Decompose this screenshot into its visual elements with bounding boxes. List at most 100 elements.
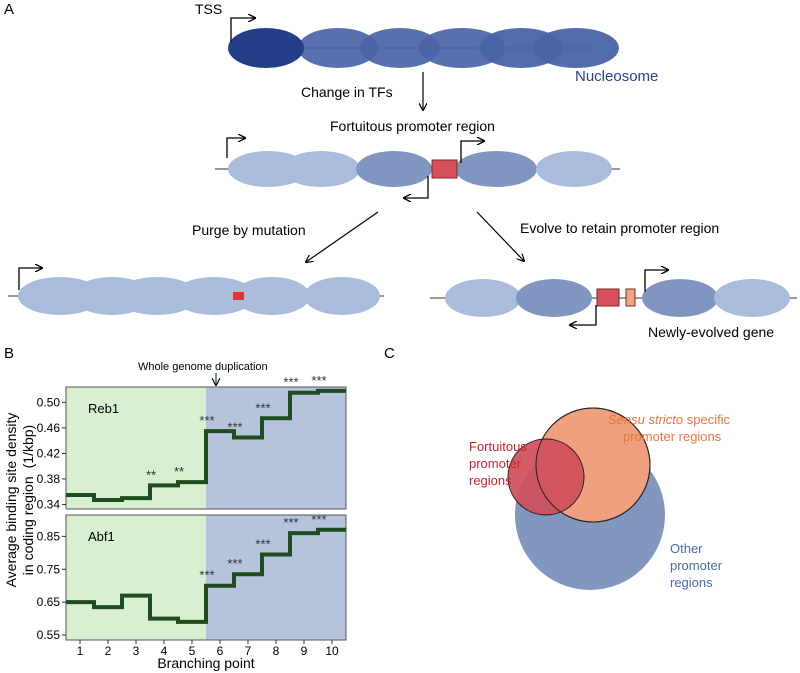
promoter-arrow <box>18 268 42 290</box>
significance-label: *** <box>255 400 270 415</box>
evolve-label: Evolve to retain promoter region <box>520 220 719 236</box>
promoter-arrow <box>460 141 484 163</box>
y-tick-label: 0.50 <box>37 395 61 409</box>
y-tick-label: 0.38 <box>37 472 61 486</box>
tss-label: TSS <box>195 1 222 17</box>
nucleosome <box>234 277 310 315</box>
pre-wgd-background <box>66 515 206 640</box>
nucleosome <box>455 151 537 187</box>
reverse-arrow <box>570 305 597 325</box>
chart-title: Abf1 <box>88 529 115 544</box>
nucleosome <box>282 151 360 187</box>
x-tick-label: 1 <box>77 644 84 658</box>
binding-site <box>596 288 620 307</box>
panel-c-letter: C <box>384 345 395 362</box>
newly-evolved-label: Newly-evolved gene <box>648 324 774 340</box>
new-binding-site <box>625 288 636 307</box>
pre-wgd-background <box>66 387 206 509</box>
significance-label: *** <box>283 375 298 390</box>
x-tick-label: 10 <box>325 644 339 658</box>
nucleosome <box>298 28 378 68</box>
x-tick-label: 2 <box>105 644 112 658</box>
x-tick-label: 3 <box>133 644 140 658</box>
fortuitous-legend-line1: Fortuitous <box>469 439 527 454</box>
panel-b-letter: B <box>4 345 14 362</box>
sensu-stricto-outline <box>535 407 651 523</box>
y-tick-label: 0.34 <box>37 498 61 512</box>
gene-row-retained <box>430 270 797 325</box>
other-legend-line2: promoter <box>670 558 723 573</box>
gene-row-fortuitous <box>215 138 620 198</box>
x-tick-label: 4 <box>161 644 168 658</box>
x-tick-label: 5 <box>189 644 196 658</box>
gene-row-original <box>228 18 619 68</box>
nucleosome <box>360 28 440 68</box>
nucleosome <box>356 151 432 187</box>
x-tick-label: 6 <box>217 644 224 658</box>
promoter-arrow <box>226 138 245 158</box>
branch-arrow-right <box>476 211 524 261</box>
significance-label: *** <box>227 556 242 571</box>
chart-abf1: 0.550.650.750.85***************Abf1 <box>37 512 347 642</box>
y-axis-label-text: in coding region <box>20 476 36 575</box>
significance-label: *** <box>199 568 214 583</box>
y-tick-label: 0.46 <box>37 421 61 435</box>
x-tick-label: 9 <box>301 644 308 658</box>
nucleosome-dark <box>228 28 304 68</box>
x-tick-label: 8 <box>273 644 280 658</box>
x-axis-label: Branching point <box>157 655 254 671</box>
significance-label: *** <box>311 512 326 527</box>
sensu-stricto-line2: promoter regions <box>623 429 722 444</box>
change-in-tfs-label: Change in TFs <box>301 84 393 100</box>
fortuitous-legend: Fortuitous promoter regions <box>469 439 530 488</box>
purge-label: Purge by mutation <box>192 222 306 238</box>
venn-diagram <box>507 407 665 590</box>
significance-label: *** <box>227 419 242 434</box>
nucleosome <box>445 279 521 317</box>
nucleosome-label: Nucleosome <box>575 68 658 85</box>
gene-row-purged <box>8 268 384 315</box>
other-legend-line3: regions <box>670 575 713 590</box>
y-axis-label-line2: in coding region (1/kbp) <box>20 425 36 575</box>
nucleosome <box>536 151 612 187</box>
other-legend-line1: Other <box>670 541 703 556</box>
y-axis-label-unit: (1/kbp) <box>20 425 36 469</box>
binding-site <box>431 159 458 179</box>
nucleosome <box>173 277 255 315</box>
nucleosome <box>304 277 380 315</box>
step-line <box>66 527 346 624</box>
other-legend: Other promoter regions <box>670 541 726 590</box>
y-tick-label: 0.75 <box>37 562 61 576</box>
plot-frame <box>65 514 347 641</box>
nucleosome <box>479 28 563 68</box>
y-tick-label: 0.42 <box>37 446 61 460</box>
nucleosome <box>714 279 790 317</box>
sensu-stricto-rest: specific <box>683 412 730 427</box>
significance-label: ** <box>146 467 156 482</box>
nucleosome <box>516 279 592 317</box>
reverse-arrow <box>404 176 429 198</box>
y-tick-label: 0.65 <box>37 595 61 609</box>
chart-title: Reb1 <box>88 401 119 416</box>
fortuitous-legend-line3: regions <box>469 473 512 488</box>
significance-label: *** <box>311 373 326 388</box>
y-axis-label-line1: Average binding site density <box>3 413 19 588</box>
post-wgd-background <box>206 387 346 509</box>
significance-label: ** <box>174 464 184 479</box>
plot-frame <box>65 386 347 510</box>
panel-a-letter: A <box>4 1 14 18</box>
sensu-stricto-italic: Sensu stricto <box>608 412 683 427</box>
nucleosome <box>115 277 199 315</box>
chart-reb1: 0.340.380.420.460.50*******************R… <box>37 373 347 512</box>
nucleosome <box>419 28 505 68</box>
significance-label: *** <box>199 413 214 428</box>
nucleosome <box>642 279 718 317</box>
promoter-arrow <box>644 270 668 292</box>
fortuitous-legend-line2: promoter <box>469 456 522 471</box>
y-tick-label: 0.85 <box>37 529 61 543</box>
significance-label: *** <box>255 536 270 551</box>
y-tick-label: 0.55 <box>37 628 61 642</box>
branch-arrow-left <box>306 211 379 262</box>
